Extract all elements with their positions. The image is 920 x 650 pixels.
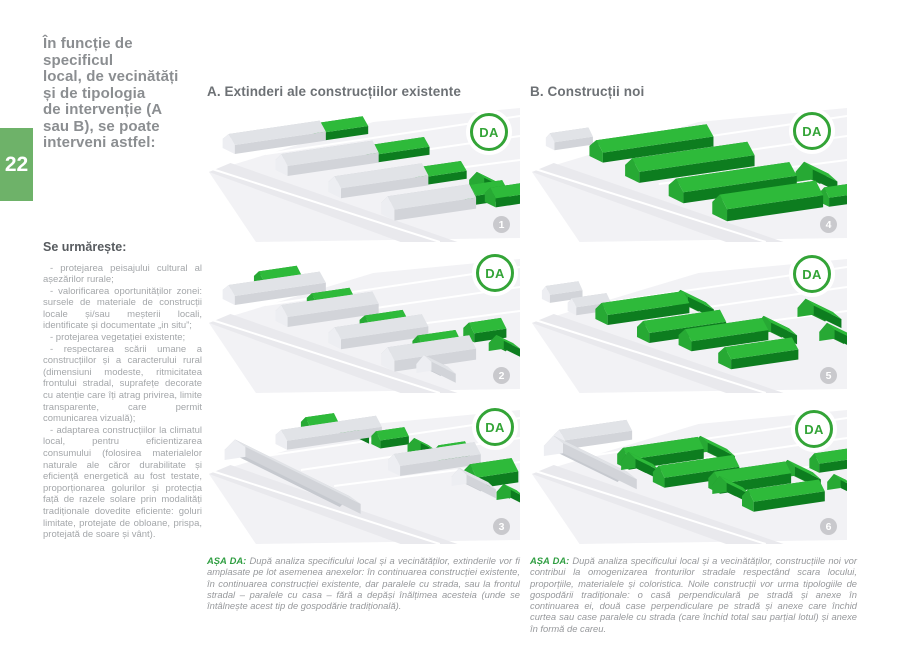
da-badge-label: DA <box>802 123 822 139</box>
figure-b2: DA 5 <box>530 253 847 393</box>
scene-illustration-5 <box>531 259 847 393</box>
column-a-extensions: A. Extinderi ale construcțiilor existent… <box>207 84 520 611</box>
figure-b1: DA 4 <box>530 102 847 242</box>
scene-illustration-6 <box>531 410 847 544</box>
column-b-title: B. Construcții noi <box>530 84 645 99</box>
intro-heading: În funcție de specificul local, de vecin… <box>43 35 179 151</box>
sidebar-bullet: - respectarea scării umane a construcții… <box>43 343 202 425</box>
da-approval-badge: DA <box>470 113 508 151</box>
caption-b-lead: AȘA DA: <box>530 555 570 566</box>
da-badge-label: DA <box>479 124 499 140</box>
scene-illustration-4 <box>531 108 847 242</box>
da-approval-badge: DA <box>476 254 514 292</box>
da-badge-label: DA <box>804 421 824 437</box>
sidebar-bullet: - protejarea peisajului cultural al așez… <box>43 262 202 286</box>
da-badge-label: DA <box>485 419 505 435</box>
scene-illustration-3 <box>208 410 520 544</box>
figure-a2: DA 2 <box>207 253 520 393</box>
caption-a-lead: AȘA DA: <box>207 555 247 566</box>
caption-b-text: După analiza specificului local și a vec… <box>530 555 857 634</box>
figure-b3: DA 6 <box>530 404 847 544</box>
da-approval-badge: DA <box>795 410 833 448</box>
figure-number-badge: 6 <box>820 518 837 535</box>
sidebar-bullet: - valorificarea oportunităților zonei: s… <box>43 285 202 332</box>
page-number: 22 <box>4 152 29 176</box>
sidebar-bullet: - adaptarea construcțiilor la climatul l… <box>43 424 202 541</box>
figure-a3: DA 3 <box>207 404 520 544</box>
figure-number-badge: 5 <box>820 367 837 384</box>
da-approval-badge: DA <box>476 408 514 446</box>
da-badge-label: DA <box>802 266 822 282</box>
scene-illustration-2 <box>208 259 520 393</box>
sidebar-bullet-list: - protejarea peisajului cultural al așez… <box>43 263 202 541</box>
da-approval-badge: DA <box>793 255 831 293</box>
figure-number-badge: 2 <box>493 367 510 384</box>
sidebar-subheading: Se urmărește: <box>43 239 127 254</box>
caption-a: AȘA DA: După analiza specificului local … <box>207 555 520 611</box>
figure-number-badge: 3 <box>493 518 510 535</box>
page-number-tab: 22 <box>0 128 33 201</box>
figure-number-badge: 1 <box>493 216 510 233</box>
column-b-new-constructions: B. Construcții noi DA 4 DA 5 DA 6 AȘA DA… <box>530 84 857 634</box>
left-text-column: În funcție de specificul local, de vecin… <box>43 35 202 541</box>
figure-number-badge: 4 <box>820 216 837 233</box>
caption-a-text: După analiza specificului local și a vec… <box>207 555 520 612</box>
da-approval-badge: DA <box>793 112 831 150</box>
column-a-title: A. Extinderi ale construcțiilor existent… <box>207 84 461 99</box>
sidebar-bullet: - protejarea vegetației existente; <box>50 332 186 344</box>
da-badge-label: DA <box>485 265 505 281</box>
figure-a1: DA 1 <box>207 102 520 242</box>
caption-b: AȘA DA: După analiza specificului local … <box>530 555 857 634</box>
